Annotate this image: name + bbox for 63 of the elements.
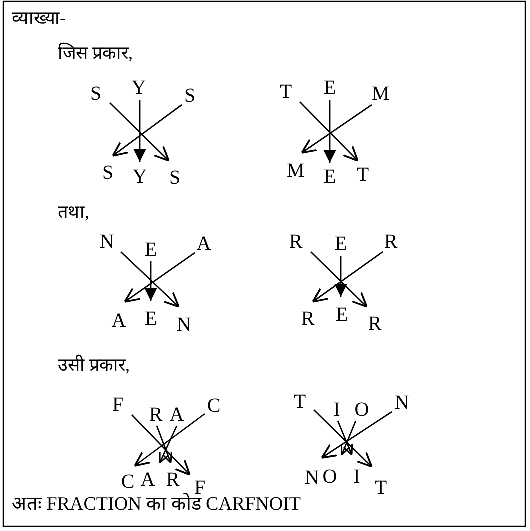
letter: N <box>394 393 410 413</box>
letter: T <box>373 478 389 498</box>
section-label: जिस प्रकार, <box>58 42 133 64</box>
letter: T <box>278 82 294 102</box>
arrow <box>300 102 359 162</box>
letter: O <box>354 400 370 420</box>
arrow <box>159 426 178 464</box>
arrow <box>144 261 158 301</box>
arrow <box>134 100 146 162</box>
letter: E <box>143 240 159 260</box>
arrow <box>134 413 206 467</box>
arrow <box>312 251 384 303</box>
arrow <box>334 256 348 297</box>
letter: C <box>120 472 136 492</box>
letter: T <box>292 392 308 412</box>
arrow <box>124 252 196 303</box>
arrow <box>301 104 372 154</box>
letter: O <box>322 467 338 487</box>
arrow <box>324 100 336 163</box>
arrow <box>340 420 357 456</box>
letter: T <box>355 165 371 185</box>
letter: R <box>300 309 316 329</box>
letter: R <box>383 232 399 252</box>
letter: R <box>288 232 304 252</box>
arrow <box>337 420 354 456</box>
section-label: तथा, <box>58 201 90 223</box>
heading: व्याख्या- <box>12 7 66 29</box>
letter: E <box>334 305 350 325</box>
section-label: उसी प्रकार, <box>58 354 130 376</box>
letter: Y <box>132 167 148 187</box>
letter: S <box>100 163 116 183</box>
letter: R <box>367 314 383 334</box>
letter: A <box>140 470 156 490</box>
arrow <box>156 426 172 464</box>
letter: N <box>176 315 192 335</box>
arrow <box>132 414 191 476</box>
letter: S <box>88 84 104 104</box>
arrow <box>112 104 182 157</box>
letter: R <box>165 470 181 490</box>
arrow <box>314 410 373 468</box>
letter: A <box>196 234 212 254</box>
letter: E <box>143 309 159 329</box>
letter: E <box>333 234 349 254</box>
arrow <box>110 102 170 162</box>
letter: A <box>111 311 127 331</box>
letter: N <box>304 468 320 488</box>
arrow <box>120 252 180 308</box>
arrow <box>321 411 392 459</box>
letter: S <box>182 86 198 106</box>
letter: F <box>110 395 126 415</box>
letter: I <box>329 400 345 420</box>
letter: M <box>372 84 388 104</box>
letter: I <box>349 467 365 487</box>
letter: E <box>322 167 338 187</box>
letter: E <box>322 78 338 98</box>
letter: C <box>206 396 222 416</box>
letter: M <box>287 161 303 181</box>
arrow <box>310 252 368 308</box>
letter: S <box>167 168 183 188</box>
letter: A <box>169 405 185 425</box>
letter: Y <box>131 78 147 98</box>
letter: R <box>148 405 164 425</box>
letter: N <box>99 232 115 252</box>
